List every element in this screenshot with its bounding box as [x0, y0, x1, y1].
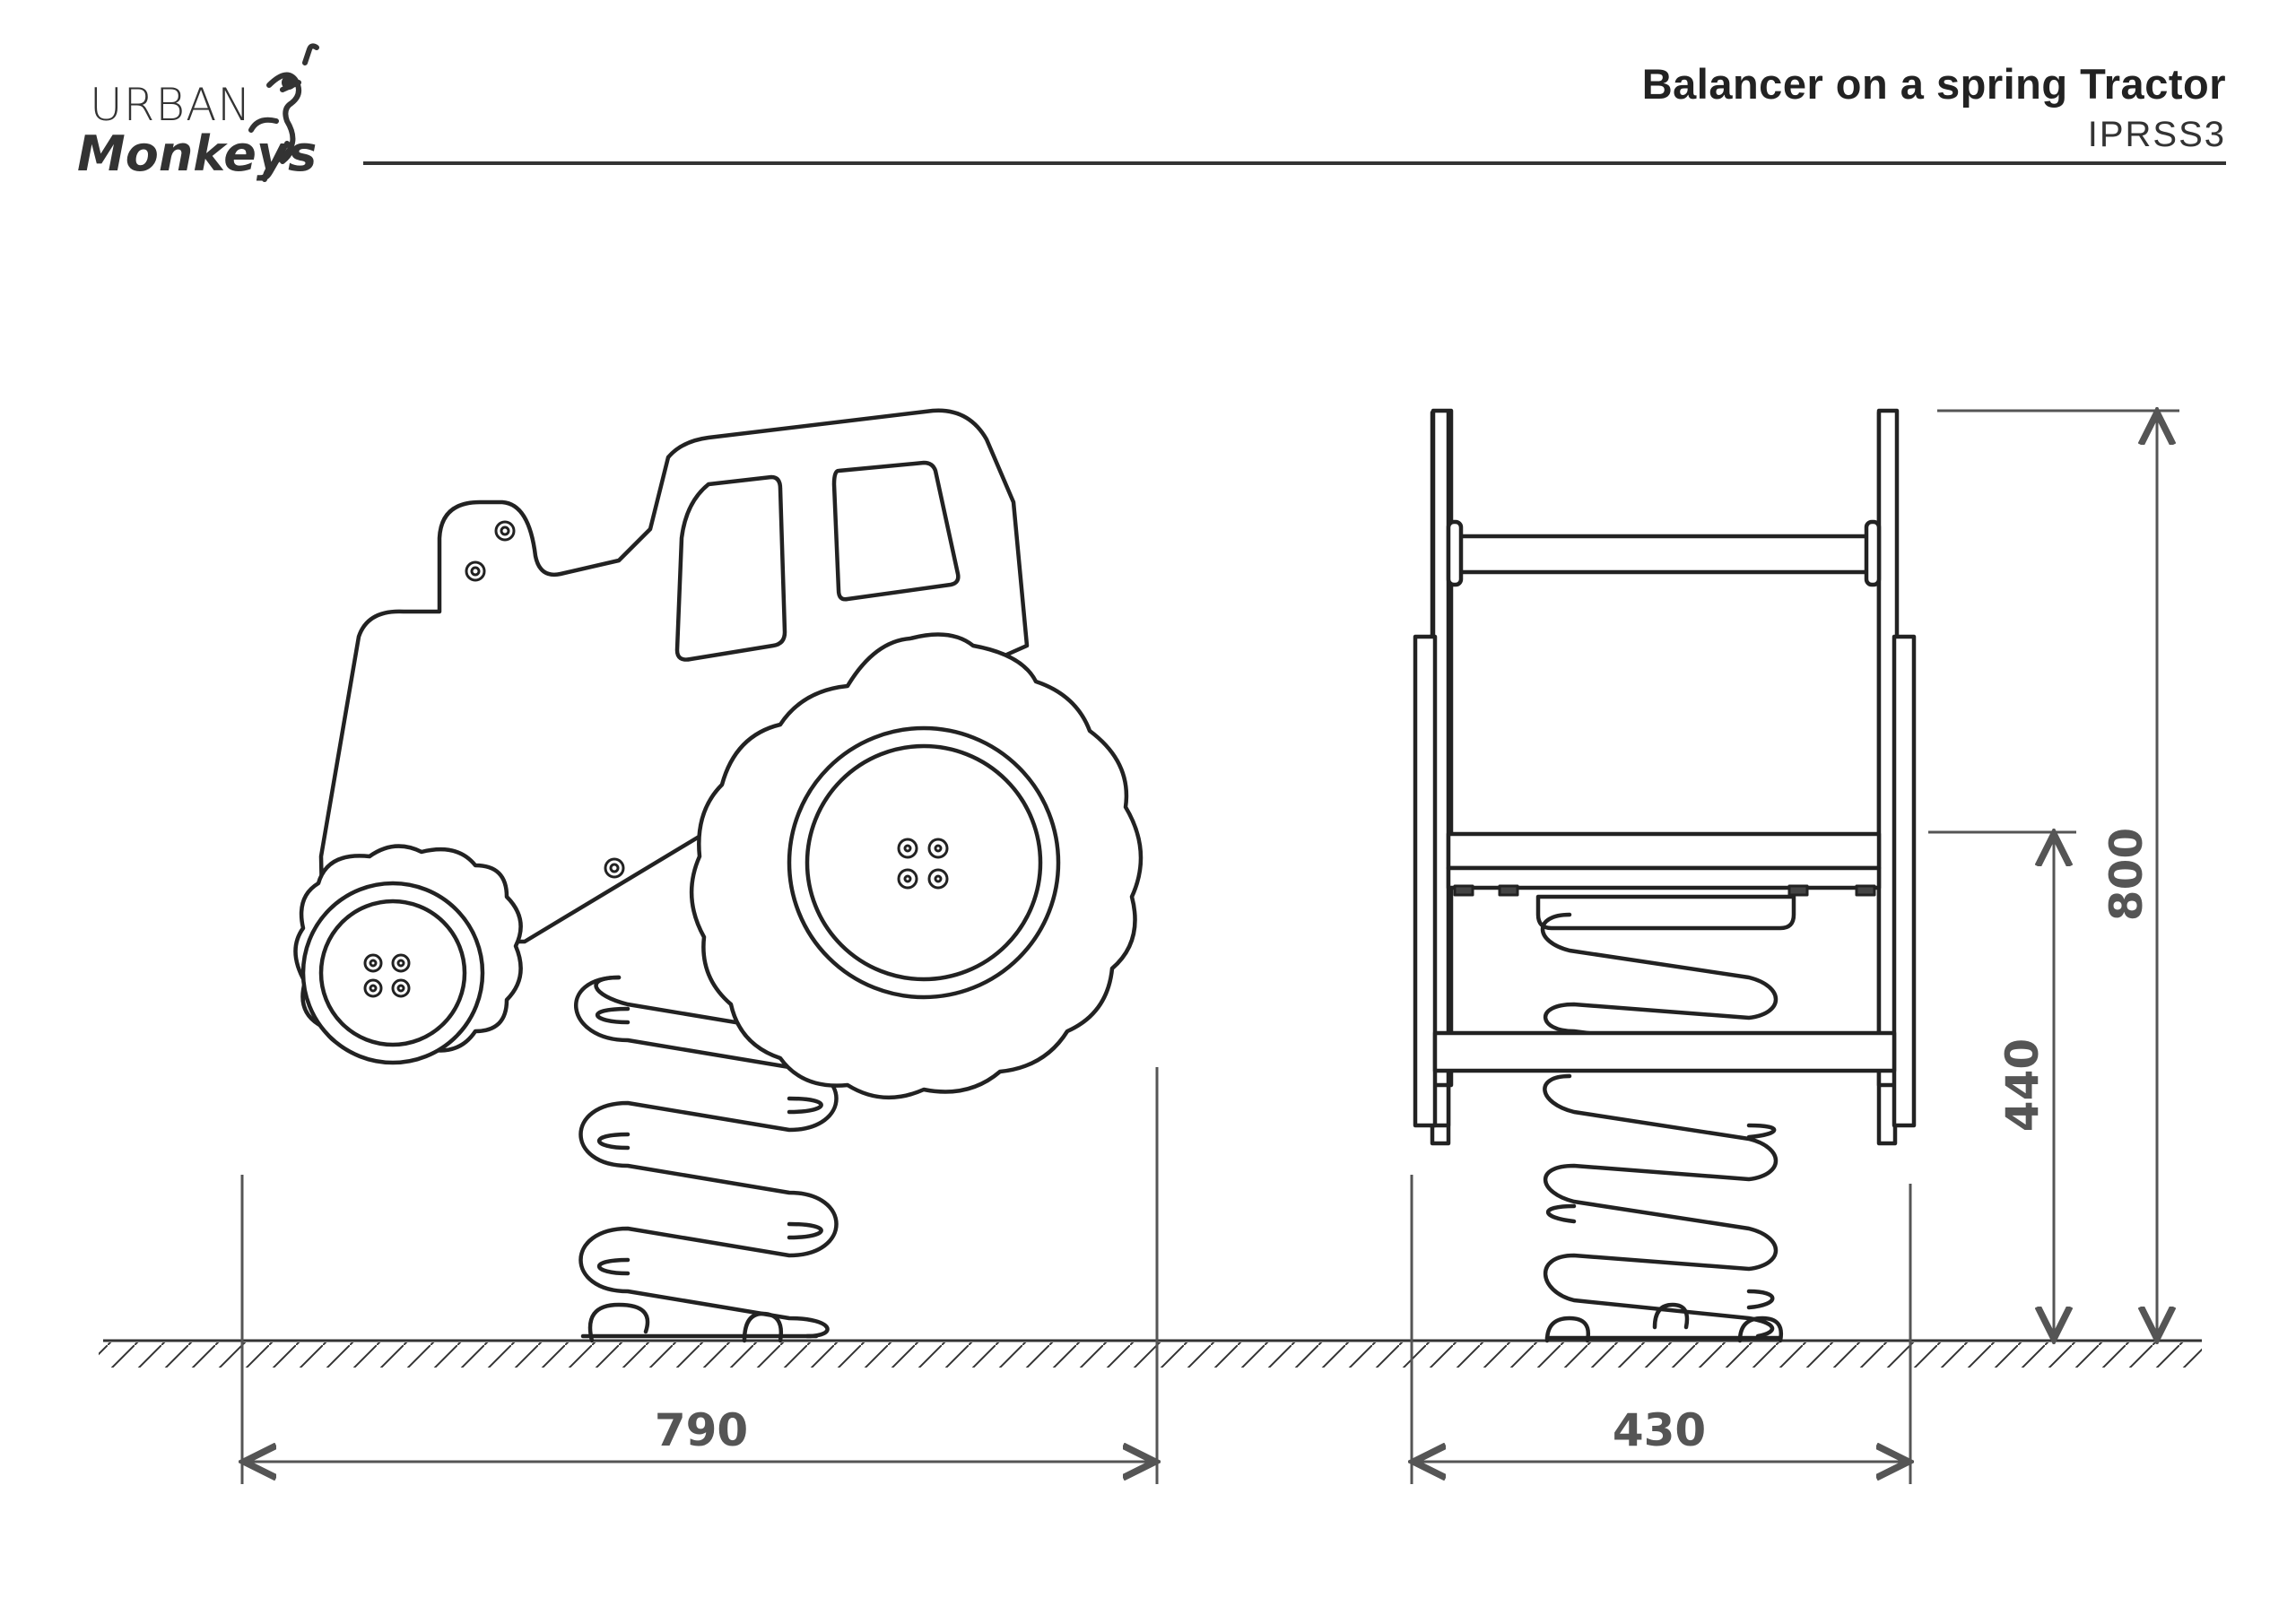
- dimension-front-width: 430: [1613, 1404, 1706, 1456]
- tractor-window-front: [831, 460, 961, 602]
- brand-logo: URBAN Monkeys: [72, 36, 341, 188]
- front-spring: [1535, 894, 1796, 1343]
- product-code: IPRSS3: [2087, 115, 2226, 154]
- front-seat: [1446, 831, 1882, 871]
- product-title: Balancer on a spring Tractor: [1641, 60, 2226, 108]
- dimension-seat-height: 440: [1996, 1038, 2048, 1132]
- tractor-body: [318, 408, 1030, 944]
- front-view-tractor: [1413, 408, 1917, 1343]
- ground-line: [99, 1339, 2202, 1368]
- logo-urban-text: URBAN: [90, 79, 252, 131]
- logo-monkeys-text: Monkeys: [77, 126, 317, 182]
- dimension-total-height: 800: [2100, 828, 2152, 921]
- side-rear-wheel: [689, 632, 1144, 1100]
- side-front-wheel: [293, 844, 523, 1065]
- dimension-lines: [242, 411, 2179, 1484]
- front-foot-bar: [1432, 1030, 1897, 1073]
- body-bolts: [465, 520, 625, 879]
- front-handle-bar: [1452, 534, 1875, 575]
- tractor-window-rear: [674, 474, 787, 662]
- monkey-icon: [248, 43, 319, 182]
- dimension-side-width: 790: [655, 1404, 748, 1456]
- side-view-tractor: [293, 408, 1144, 1343]
- header-divider: [363, 161, 2226, 165]
